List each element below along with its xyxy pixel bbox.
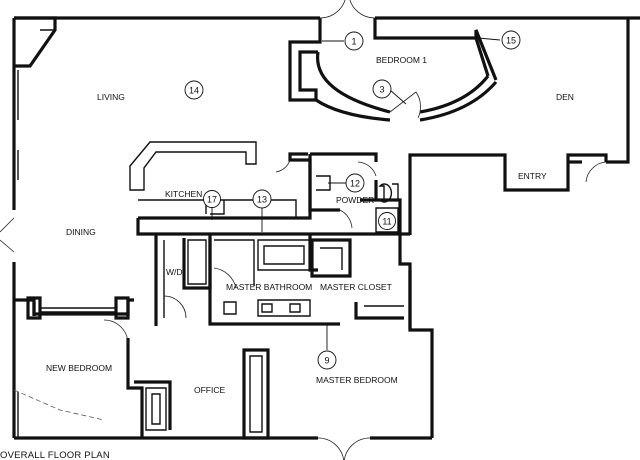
bedroom1-walls	[288, 0, 498, 122]
room-label-wd: W/D	[166, 267, 183, 277]
kitchen-walls	[129, 141, 410, 236]
tag-12: 12	[345, 173, 365, 193]
tag-15: 15	[501, 30, 521, 50]
tag-14: 14	[184, 80, 204, 100]
master-closet-walls	[310, 234, 434, 438]
bottom-wall	[0, 161, 607, 460]
room-label-master-closet: MASTER CLOSET	[320, 282, 392, 292]
svg-text:13: 13	[257, 195, 267, 205]
room-label-dining: DINING	[66, 227, 96, 237]
room-label-powder: POWDER	[336, 195, 374, 205]
tag-9: 9	[317, 350, 337, 370]
room-label-office: OFFICE	[194, 385, 225, 395]
exterior-walls	[12, 16, 640, 438]
bedroom-office-walls	[13, 296, 270, 440]
tag-1: 1	[344, 31, 364, 51]
room-label-master-bathroom: MASTER BATHROOM	[226, 282, 312, 292]
powder-walls	[308, 152, 402, 234]
svg-text:15: 15	[506, 36, 516, 46]
tag-11: 11	[378, 212, 396, 230]
room-label-bedroom1: BEDROOM 1	[376, 55, 427, 65]
svg-text:9: 9	[324, 356, 329, 366]
room-label-living: LIVING	[97, 92, 125, 102]
tag-3: 3	[372, 79, 392, 99]
room-label-den: DEN	[556, 92, 574, 102]
room-label-entry: ENTRY	[518, 171, 547, 181]
room-label-new-bedroom: NEW BEDROOM	[46, 363, 112, 373]
svg-text:1: 1	[351, 37, 356, 47]
tag-leaders	[211, 37, 501, 350]
tag-17: 17	[203, 190, 221, 208]
svg-text:11: 11	[382, 217, 391, 227]
plan-title: OVERALL FLOOR PLAN	[0, 450, 110, 460]
tag-13: 13	[252, 189, 272, 209]
room-label-kitchen: KITCHEN	[165, 189, 202, 199]
svg-text:17: 17	[207, 195, 217, 205]
svg-text:3: 3	[379, 85, 384, 95]
svg-text:14: 14	[189, 86, 199, 96]
room-label-master-bedroom: MASTER BEDROOM	[316, 375, 398, 385]
svg-text:12: 12	[350, 179, 360, 189]
master-bathroom-walls	[154, 234, 340, 326]
